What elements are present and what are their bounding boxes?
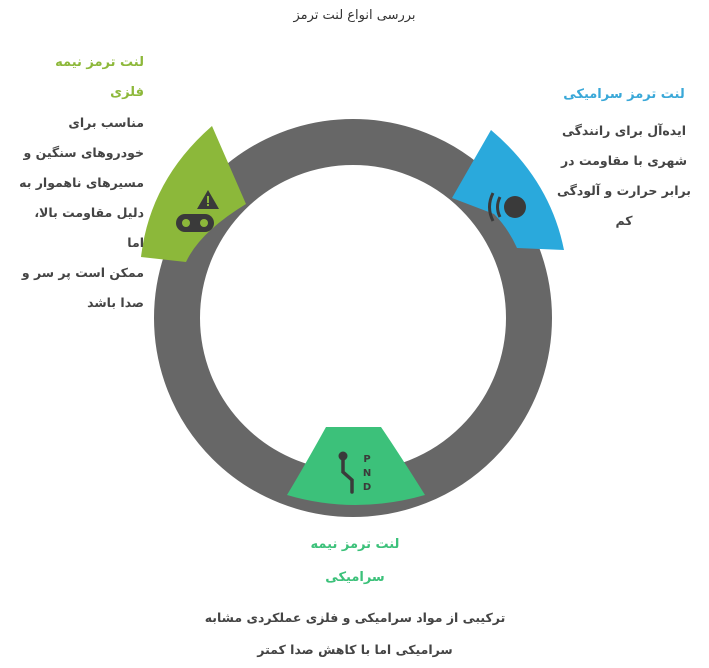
ceramic-segment — [452, 130, 564, 250]
hybrid-heading: لنت ترمز نیمه سرامیکی — [200, 528, 510, 594]
semi-metal-description: مناسب برای خودروهای سنگین و مسیرهای ناهم… — [18, 108, 144, 318]
hybrid-description: ترکیبی از مواد سرامیکی و فلزی عملکردی مش… — [200, 602, 510, 666]
shift-letter-n: N — [363, 468, 371, 479]
ceramic-description: ایده‌آل برای رانندگی شهری با مقاومت در ب… — [554, 116, 694, 236]
semi-metal-block: لنت ترمز نیمه فلزی مناسب برای خودروهای س… — [18, 48, 144, 318]
brake-sound-icon — [488, 192, 526, 222]
ceramic-line: شهری با مقاومت در — [560, 153, 687, 168]
ceramic-block: لنت ترمز سرامیکی ایده‌آل برای رانندگی شه… — [554, 80, 694, 236]
semi-metal-line: صدا باشد — [87, 295, 144, 310]
hybrid-heading-line: سرامیکی — [325, 570, 385, 585]
ceramic-line: برابر حرارت و آلودگی — [556, 183, 692, 198]
hybrid-heading-line: لنت ترمز نیمه — [310, 537, 400, 552]
shift-letter-d: D — [363, 482, 371, 493]
hybrid-line: ترکیبی از مواد سرامیکی و فلزی عملکردی مش… — [204, 610, 506, 625]
ceramic-line: ایده‌آل برای رانندگی — [561, 123, 687, 138]
semi-metal-line: خودروهای سنگین و — [23, 145, 144, 160]
warning-car-icon — [176, 190, 219, 232]
hybrid-segment: P N D — [287, 427, 425, 505]
semi-metal-line: مناسب برای — [68, 115, 144, 130]
ceramic-heading: لنت ترمز سرامیکی — [563, 87, 685, 102]
semi-metal-line: مسیرهای ناهموار به — [19, 175, 144, 190]
diagram-title: بررسی انواع لنت ترمز — [293, 8, 416, 23]
hybrid-block: لنت ترمز نیمه سرامیکی ترکیبی از مواد سرا… — [200, 528, 510, 666]
shift-letter-p: P — [363, 454, 370, 465]
semi-metal-line: ممکن است پر سر و — [21, 265, 144, 280]
gear-shift-icon: P N D — [338, 451, 371, 494]
semi-metal-segment — [141, 126, 246, 262]
semi-metal-line: دلیل مقاومت بالا، اما — [34, 205, 144, 250]
semi-metal-heading: لنت ترمز نیمه فلزی — [55, 55, 144, 100]
ceramic-line: کم — [615, 213, 633, 228]
hybrid-line: سرامیکی اما با کاهش صدا کمتر — [257, 642, 453, 657]
